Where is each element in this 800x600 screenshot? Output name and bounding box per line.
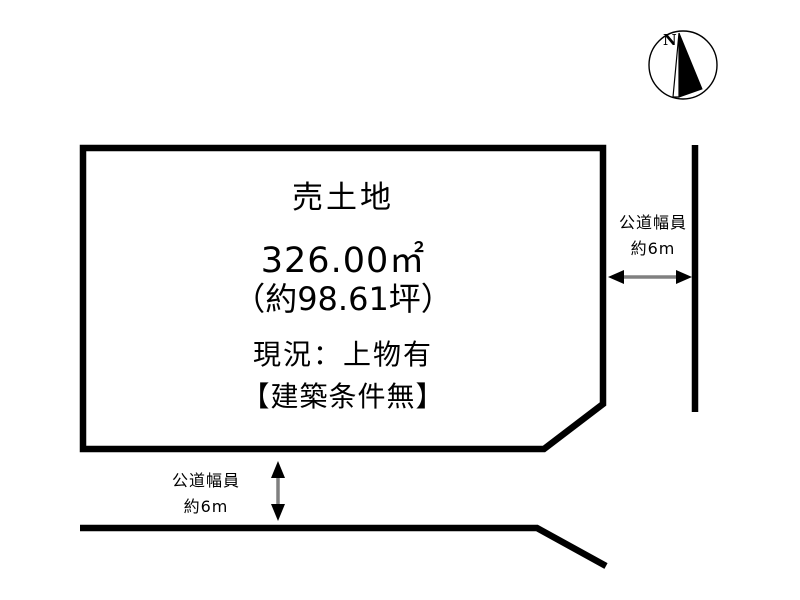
right-arrow-head-left xyxy=(608,270,624,284)
bottom-arrow-head-up xyxy=(271,461,285,478)
plot-boundary xyxy=(79,144,607,453)
compass-north-label: N xyxy=(663,31,677,49)
bottom-road-annotation: 公道幅員 約6m xyxy=(151,468,261,520)
plot-area-sqm-label: 326.00㎡ xyxy=(260,241,426,281)
plot-area-tsubo-label: （約98.61坪） xyxy=(233,280,453,318)
right-road-name-text: 公道幅員 xyxy=(618,213,687,232)
bottom-road-width-text: 約6m xyxy=(183,497,229,516)
right-road-width-text: 約6m xyxy=(630,239,676,258)
bottom-road-name-text: 公道幅員 xyxy=(171,471,240,490)
plot-building-condition-label: 【建築条件無】 xyxy=(241,380,445,413)
compass-rose xyxy=(648,30,718,100)
compass-needle-dark xyxy=(678,32,703,98)
bottom-arrow-head-down xyxy=(271,504,285,521)
plot-title-label: 売土地 xyxy=(292,180,394,216)
right-road-width-arrow xyxy=(608,270,692,284)
bottom-road-width-arrow xyxy=(271,461,285,521)
plot-condition-label: 現況：上物有 xyxy=(252,338,433,371)
bottom-road-edge-line xyxy=(80,524,608,569)
right-road-annotation: 公道幅員 約6m xyxy=(604,210,702,262)
right-arrow-head-right xyxy=(676,270,692,284)
